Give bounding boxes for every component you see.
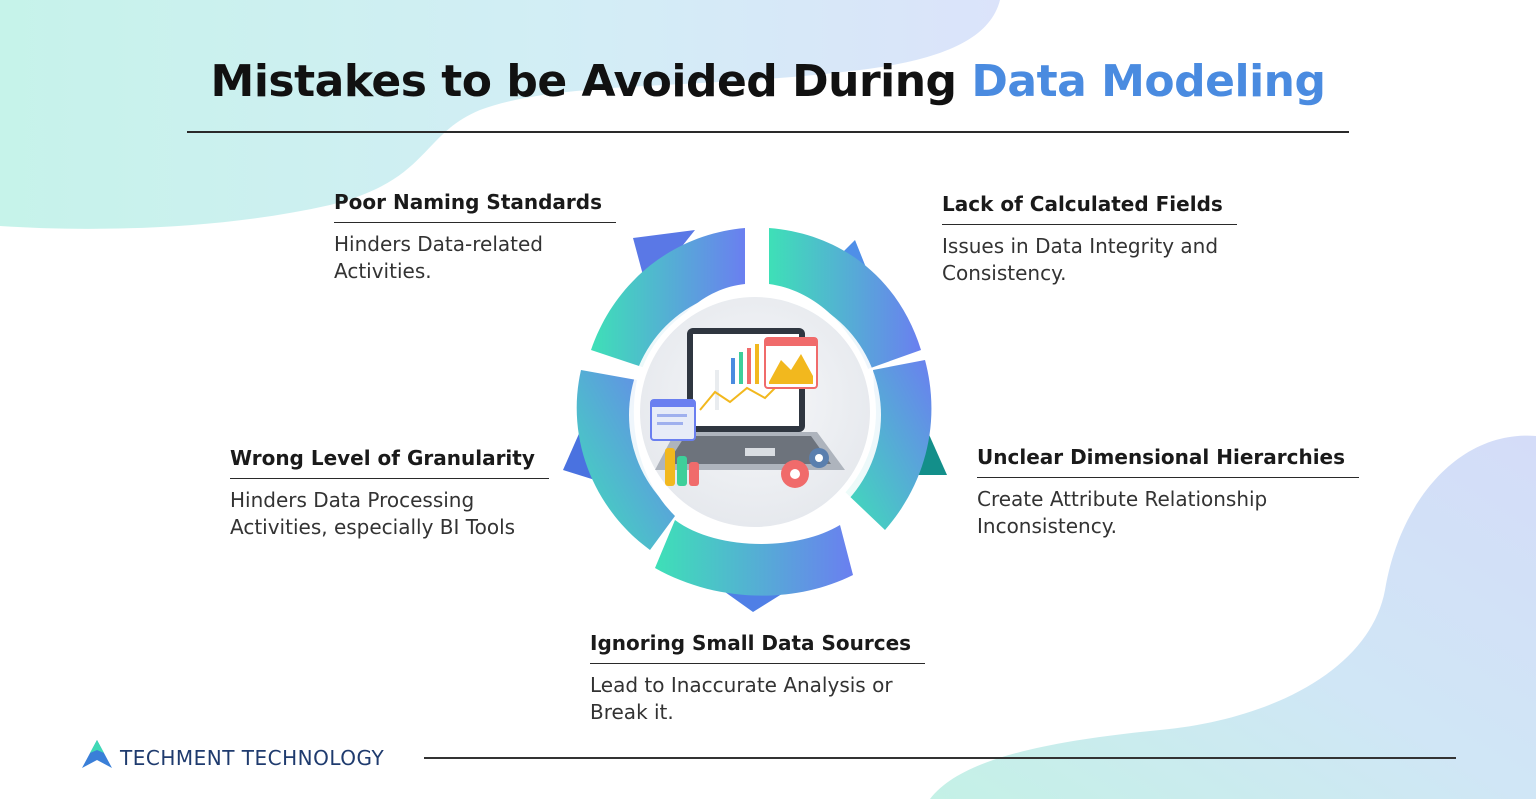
segment-right — [843, 360, 932, 530]
footer-brand: TECHMENT TECHNOLOGY — [120, 746, 385, 770]
item-poor-naming-standards: Poor Naming Standards Hinders Data-relat… — [334, 190, 617, 285]
item-heading: Wrong Level of Granularity — [230, 446, 549, 479]
item-wrong-level-of-granularity: Wrong Level of Granularity Hinders Data … — [230, 446, 549, 541]
item-description-line-2: Inconsistency. — [977, 514, 1118, 538]
item-description-line-2: Activities. — [334, 259, 432, 283]
mistakes-wheel — [563, 228, 947, 612]
title-main: Mistakes to be Avoided During — [210, 56, 972, 107]
laptop-analytics-icon — [650, 328, 845, 488]
segment-left — [576, 370, 675, 550]
item-ignoring-small-data-sources: Ignoring Small Data Sources Lead to Inac… — [590, 631, 926, 726]
item-description-line-1: Create Attribute Relationship — [977, 487, 1268, 511]
item-heading: Lack of Calculated Fields — [942, 192, 1237, 225]
item-description-line-2: Break it. — [590, 700, 674, 724]
item-lack-of-calculated-fields: Lack of Calculated Fields Issues in Data… — [942, 192, 1237, 287]
footer-rule — [424, 757, 1456, 759]
page-title: Mistakes to be Avoided During Data Model… — [0, 56, 1536, 107]
techment-a-logo-icon — [82, 740, 112, 768]
item-unclear-dimensional-hierarchies: Unclear Dimensional Hierarchies Create A… — [977, 445, 1360, 540]
arrow-bottom — [725, 592, 785, 612]
item-heading: Poor Naming Standards — [334, 190, 617, 223]
segment-top-left — [591, 228, 745, 370]
item-description-line-2: Consistency. — [942, 261, 1067, 285]
title-accent: Data Modeling — [971, 56, 1326, 107]
item-description-line-1: Hinders Data-related — [334, 232, 543, 256]
item-heading: Unclear Dimensional Hierarchies — [977, 445, 1360, 478]
item-description-line-2: Activities, especially BI Tools — [230, 515, 516, 539]
blob-bottom-right — [930, 435, 1536, 799]
item-heading: Ignoring Small Data Sources — [590, 631, 926, 664]
segment-bottom — [655, 520, 853, 596]
item-description-line-1: Lead to Inaccurate Analysis or — [590, 673, 893, 697]
item-description-line-1: Hinders Data Processing — [230, 488, 475, 512]
item-description-line-1: Issues in Data Integrity and — [942, 234, 1219, 258]
title-underline — [187, 131, 1349, 133]
blob-top-left — [0, 0, 1000, 229]
segment-top-right — [769, 228, 921, 370]
